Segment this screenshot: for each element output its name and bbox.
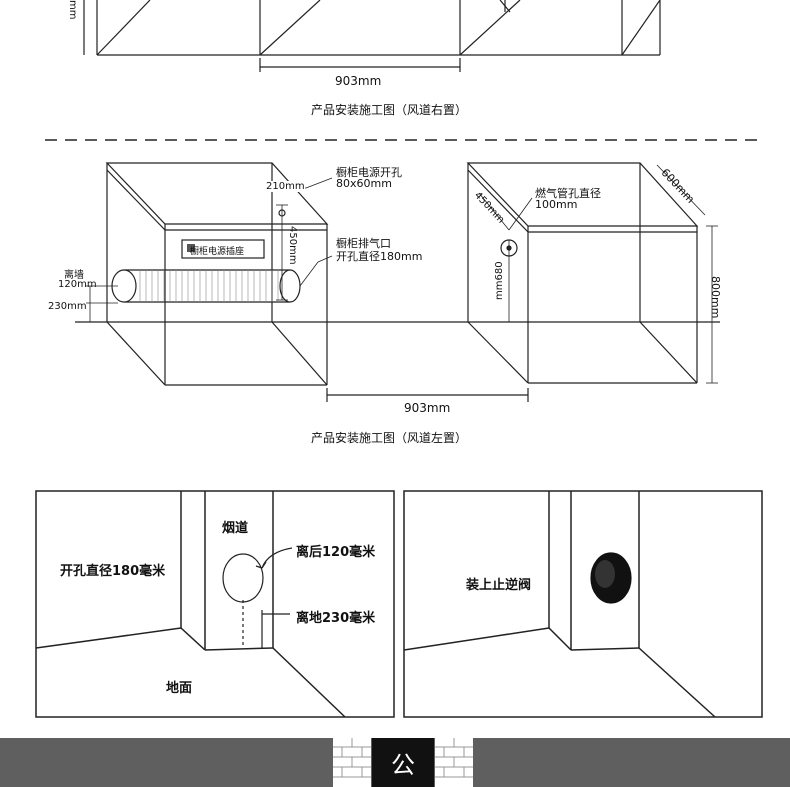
dim-680-label: mm680 [494, 261, 505, 300]
dim-210-label: 210mm [266, 181, 305, 192]
gas-pipe-title: 燃气管孔直径 [535, 187, 601, 200]
check-valve-highlight [595, 560, 615, 588]
floor-label: 地面 [166, 681, 193, 696]
right-cabinet-dims [478, 164, 718, 384]
right-cabinet [466, 162, 699, 384]
top-caption: 产品安装施工图（风道右置） [311, 103, 468, 117]
dim-800-label: 800mm [709, 276, 722, 319]
socket-label: 橱柜电源插座 [190, 247, 245, 257]
dim-120-label: 120mm [58, 279, 97, 290]
dim-450-left-label: 450mm [287, 226, 298, 265]
wall-distance-label: 离墙 [64, 270, 84, 281]
footer-character: 公 [391, 751, 415, 779]
top-dimension-label: 903mm [335, 74, 382, 88]
back-distance-label: 离后120毫米 [296, 545, 376, 560]
panel-right [403, 490, 763, 718]
duct-ribs [139, 270, 279, 302]
top-edge-label: mm [67, 0, 78, 20]
power-hole-marker [278, 209, 286, 217]
dim-230-label: 230mm [48, 301, 87, 312]
socket-icon [187, 244, 195, 252]
panel-left-annotations [222, 547, 293, 648]
gas-pipe-size: 100mm [535, 198, 578, 211]
top-cabinet-row [83, 0, 661, 56]
check-valve-label: 装上止逆阀 [466, 578, 532, 593]
footer-char-box [372, 738, 434, 787]
hole-diameter-label: 开孔直径180毫米 [60, 564, 166, 579]
exhaust-title: 橱柜排气口 [336, 237, 391, 250]
top-dimension-line [259, 58, 461, 72]
power-hole-title: 橱柜电源开孔 [336, 166, 402, 179]
power-hole-size: 80x60mm [336, 177, 392, 190]
exhaust-duct [111, 269, 301, 303]
footer-graphic [0, 738, 790, 787]
panel-left [35, 490, 395, 718]
middle-dimension-line [326, 388, 529, 402]
ground-distance-label: 离地230毫米 [296, 611, 376, 626]
middle-caption: 产品安装施工图（风道左置） [311, 431, 468, 445]
exhaust-size: 开孔直径180mm [336, 250, 423, 263]
socket-box [181, 239, 265, 259]
middle-dimension-label: 903mm [404, 401, 451, 415]
flue-label: 烟道 [222, 521, 249, 536]
